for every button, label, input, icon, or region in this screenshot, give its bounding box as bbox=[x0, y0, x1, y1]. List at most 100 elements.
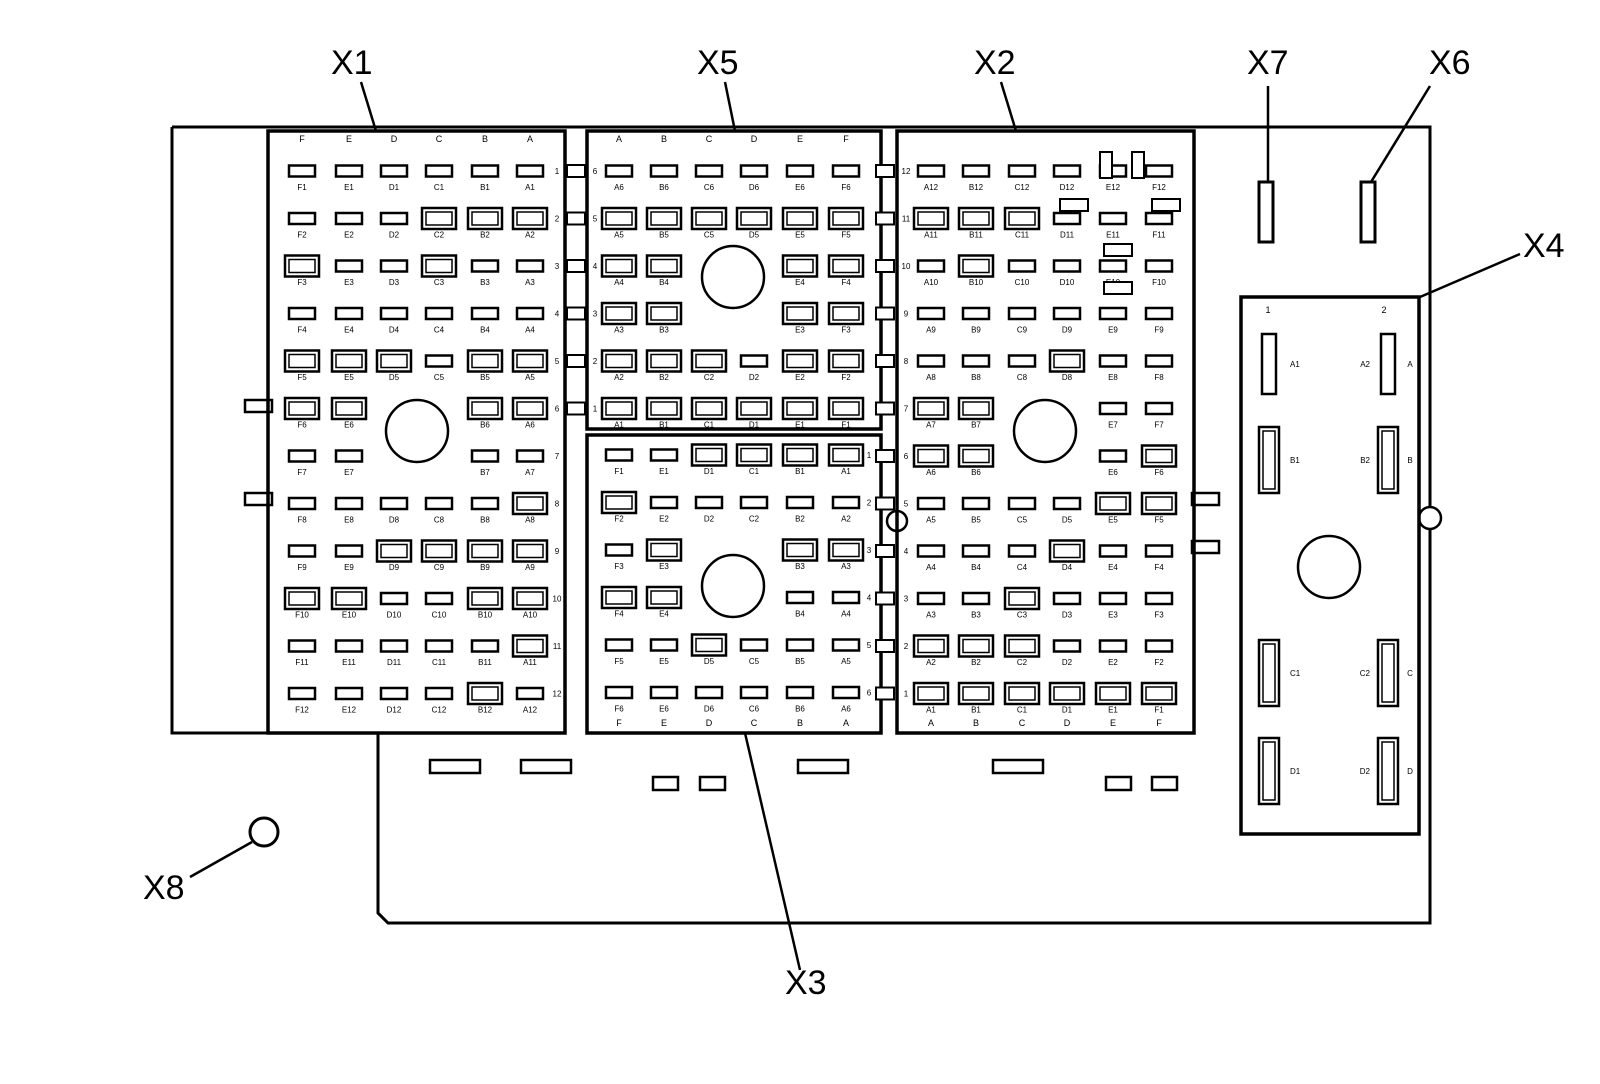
terminal-b6 bbox=[785, 685, 815, 700]
terminal-label: F4 bbox=[297, 326, 307, 335]
terminal-label: E11 bbox=[342, 658, 356, 667]
x5-column-header: F bbox=[843, 134, 849, 144]
terminal-inner bbox=[1145, 496, 1173, 511]
terminal-label: B5 bbox=[971, 516, 981, 525]
terminal-b4 bbox=[785, 590, 815, 605]
terminal-label: A4 bbox=[841, 610, 851, 619]
terminal-b7 bbox=[470, 449, 500, 463]
terminal-label: C2 bbox=[1017, 658, 1028, 667]
terminal-inner bbox=[605, 211, 633, 226]
terminal-b4 bbox=[470, 306, 500, 321]
terminal-label: D5 bbox=[389, 373, 400, 382]
terminal-f2 bbox=[600, 490, 638, 515]
terminal-d6 bbox=[694, 685, 724, 700]
terminal-inner bbox=[1008, 591, 1036, 606]
terminal-b2 bbox=[785, 495, 815, 510]
x4-row-letter: B bbox=[1407, 456, 1412, 465]
terminal-label: D9 bbox=[389, 563, 400, 572]
terminal-label: D5 bbox=[704, 657, 715, 666]
terminal-f10 bbox=[283, 586, 321, 611]
terminal-f5 bbox=[827, 206, 865, 231]
x4-outline bbox=[1239, 295, 1421, 836]
terminal-inner bbox=[695, 637, 723, 653]
terminal-b9 bbox=[466, 539, 504, 563]
terminal-label: F3 bbox=[1154, 611, 1164, 620]
terminal-d2 bbox=[1052, 639, 1082, 653]
terminal-inner bbox=[650, 258, 678, 274]
terminal-b8 bbox=[961, 354, 991, 368]
terminal-b10 bbox=[466, 586, 504, 611]
terminal-inner bbox=[740, 211, 768, 226]
terminal-label: E1 bbox=[795, 421, 805, 430]
terminal-inner bbox=[516, 353, 544, 369]
terminal-inner bbox=[1262, 643, 1276, 703]
x2-row-number: 1 bbox=[904, 690, 909, 699]
terminal-label: A7 bbox=[926, 421, 936, 430]
terminal-d9 bbox=[375, 539, 413, 563]
terminal-label: B2 bbox=[795, 515, 805, 524]
terminal-c9 bbox=[1007, 306, 1037, 321]
terminal-inner bbox=[288, 258, 316, 274]
terminal-f12 bbox=[1144, 164, 1174, 178]
terminal-e4 bbox=[1098, 544, 1128, 558]
terminal-inner bbox=[786, 542, 814, 558]
terminal-label: F3 bbox=[297, 278, 307, 287]
terminal-d4 bbox=[1048, 539, 1086, 563]
terminal-label: E6 bbox=[659, 705, 669, 714]
terminal-inner bbox=[832, 306, 860, 321]
terminal-f10 bbox=[1144, 259, 1174, 273]
terminal-a8 bbox=[916, 354, 946, 368]
terminal-label: F7 bbox=[297, 468, 307, 477]
terminal-c6 bbox=[694, 164, 724, 178]
x5-row-tab bbox=[566, 306, 586, 321]
terminal-inner bbox=[1053, 543, 1081, 559]
terminal-f4 bbox=[1144, 544, 1174, 558]
terminal-d5 bbox=[690, 633, 728, 657]
terminal-a5 bbox=[831, 638, 861, 652]
terminal-label: B1 bbox=[480, 183, 490, 192]
x2-column-footer: D bbox=[1064, 718, 1071, 728]
terminal-inner bbox=[962, 638, 990, 654]
x7-socket bbox=[1257, 180, 1275, 244]
terminal-label: B5 bbox=[659, 231, 669, 240]
terminal-f4 bbox=[827, 254, 865, 278]
x4-terminal-label: D1 bbox=[1290, 767, 1301, 776]
terminal-a5 bbox=[511, 349, 549, 373]
terminal-label: E10 bbox=[342, 611, 357, 620]
terminal-inner bbox=[605, 258, 633, 274]
terminal-b10 bbox=[957, 254, 995, 278]
terminal-label: B3 bbox=[795, 562, 805, 571]
terminal-e6 bbox=[330, 396, 368, 421]
terminal-c5 bbox=[1007, 496, 1037, 511]
x2-auxiliary-block bbox=[1099, 151, 1113, 179]
terminal-label: B8 bbox=[480, 516, 490, 525]
terminal-d1 bbox=[379, 164, 409, 178]
terminal-label: E6 bbox=[795, 183, 805, 192]
terminal-label: B3 bbox=[659, 326, 669, 335]
x2-row-tab bbox=[875, 354, 895, 368]
terminal-c12 bbox=[424, 686, 454, 701]
connector-center-hole bbox=[384, 398, 450, 464]
terminal-label: D2 bbox=[1062, 658, 1073, 667]
terminal-c2 bbox=[690, 349, 728, 373]
x4-terminal-a1 bbox=[1260, 332, 1278, 396]
terminal-c2 bbox=[420, 206, 458, 231]
terminal-label: E7 bbox=[344, 468, 354, 477]
x5-row-number: 4 bbox=[593, 262, 598, 271]
terminal-label: A3 bbox=[525, 278, 535, 287]
terminal-b6 bbox=[957, 444, 995, 468]
terminal-a2 bbox=[912, 634, 950, 658]
terminal-label: E12 bbox=[1106, 183, 1121, 192]
x1-column-header: B bbox=[482, 134, 488, 144]
x2-auxiliary-block bbox=[1131, 151, 1145, 179]
terminal-b3 bbox=[781, 538, 819, 562]
x2-row-tab bbox=[875, 211, 895, 226]
terminal-a2 bbox=[600, 349, 638, 373]
terminal-b7 bbox=[957, 396, 995, 421]
terminal-inner bbox=[1381, 741, 1395, 801]
x2-row-number: 2 bbox=[904, 642, 909, 651]
terminal-a9 bbox=[511, 539, 549, 563]
terminal-b9 bbox=[961, 306, 991, 321]
x5-column-header: E bbox=[797, 134, 803, 144]
